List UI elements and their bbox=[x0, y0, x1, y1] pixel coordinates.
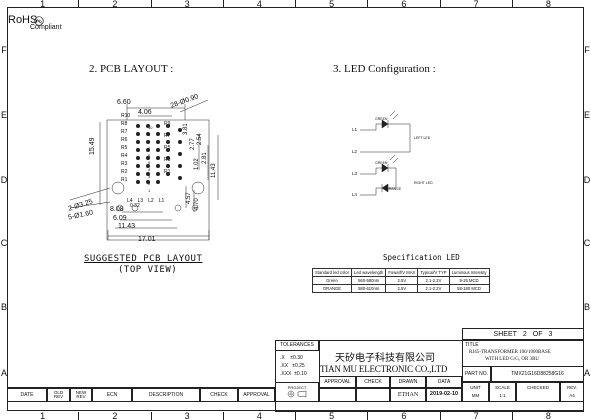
dim-2-54: 2.54 bbox=[197, 133, 203, 145]
dim-2-81: 2.81 bbox=[202, 152, 208, 164]
table-row: Green 560-580nm 2.5V 2.1-2.2V 9-25 MCD bbox=[312, 276, 490, 285]
dim-2-77: 2.77 bbox=[190, 138, 196, 150]
company-cell bbox=[319, 340, 462, 376]
pins-left: R10 R8 R7 R6 R5 R4 R3 R2 R1 bbox=[121, 113, 131, 183]
rev-approval-header: APPROVAL bbox=[238, 388, 275, 402]
led-pin-l1: L1 bbox=[352, 127, 358, 132]
dim-17-01: 17.01 bbox=[138, 236, 156, 243]
zone-row-e-right: E bbox=[583, 110, 590, 120]
part-no-label: PART NO. bbox=[462, 366, 491, 382]
tolerance-values: .X ±0.30 .XX ±0.25 .XXX ±0.10 bbox=[280, 355, 307, 377]
rev-date-header: DATE bbox=[7, 388, 47, 402]
zone-columns-top: 1 2 3 4 5 6 7 8 bbox=[7, 0, 584, 9]
led-pin-l3: L3 bbox=[352, 171, 358, 176]
dim-1-02: 1.02 bbox=[194, 158, 200, 170]
approval-header: APPROVAL bbox=[319, 376, 356, 388]
zone-row-a-right: A bbox=[583, 368, 590, 378]
dim-0-32: 0.32 bbox=[130, 203, 140, 209]
spec-title: Specification LED bbox=[383, 253, 460, 262]
pins-right: R9 R7 R5 R3 R1 bbox=[164, 121, 171, 175]
dim-3-81: 3.81 bbox=[183, 123, 189, 135]
zone-row-f-left: F bbox=[1, 45, 7, 55]
tolerances-header: TOLERANCES bbox=[275, 340, 319, 351]
rev-check-header: CHECK bbox=[200, 388, 238, 402]
zone-row-a-left: A bbox=[0, 368, 7, 378]
check-header: CHECK bbox=[356, 376, 390, 388]
title-cell bbox=[462, 340, 584, 366]
dim-6-60: 6.60 bbox=[117, 99, 131, 106]
sheet-indicator: SHEET 2 OF 3 bbox=[462, 328, 584, 340]
pins-bottom: L4 L3 L2 L1 bbox=[127, 198, 165, 204]
pcb-layout-title: 2. PCB LAYOUT : bbox=[89, 63, 174, 75]
projection-symbol-icon bbox=[287, 390, 307, 398]
rev-description-header: DESCRIPTION bbox=[132, 388, 200, 402]
zone-row-e-left: E bbox=[0, 110, 7, 120]
company-name-en: TIAN MU ELECTRONIC CO.,LTD bbox=[320, 364, 448, 374]
projection-cell: PROJECT bbox=[275, 382, 319, 402]
rev-old-header: OLD REV bbox=[47, 388, 70, 402]
title-line-1: RJ45-TRANSFORMER 100/1000BASE bbox=[469, 350, 551, 355]
dim-6-09: 6.09 bbox=[113, 215, 127, 222]
date-value: 2019-02-10 bbox=[426, 388, 462, 402]
led-config-title: 3. LED Configuration : bbox=[333, 63, 436, 75]
led-right-label: RIGHT LED bbox=[414, 181, 433, 185]
rohs-pb-icon: Pb bbox=[34, 13, 44, 31]
spec-header-row: Standard led color Led wavelength Fowarf… bbox=[312, 268, 490, 277]
zone-row-b-left: B bbox=[0, 302, 7, 312]
dim-8-08: 8.08 bbox=[110, 206, 124, 213]
led-pin-l2: L2 bbox=[352, 149, 358, 154]
data-header: DATA bbox=[426, 376, 462, 388]
part-no-value: TMX21G16D88258G16 bbox=[491, 366, 584, 382]
company-name-cn: 天矽电子科技有限公司 bbox=[335, 353, 435, 364]
check-value bbox=[356, 388, 390, 402]
checked-cell: CHECKED bbox=[516, 382, 560, 402]
pins-small: 10 9 8 7 6 5 4 3 2 1 bbox=[148, 125, 153, 193]
led-pin-l4: L4 bbox=[352, 192, 358, 197]
drawn-by-value: ETHAN bbox=[390, 388, 426, 402]
zone-row-d-right: D bbox=[583, 175, 591, 185]
led-green-left: GREEN bbox=[375, 117, 388, 121]
dim-4-06: 4.06 bbox=[138, 109, 152, 116]
dim-11-43: 11.43 bbox=[118, 223, 135, 230]
rev-cell: REV.A4 bbox=[560, 382, 584, 402]
pcb-caption-view: (TOP VIEW) bbox=[118, 265, 178, 275]
revision-divider bbox=[7, 387, 275, 388]
drawn-header: DRAWN bbox=[390, 376, 426, 388]
zone-row-f-right: F bbox=[584, 45, 590, 55]
drawing-frame bbox=[7, 7, 584, 411]
spec-table: Standard led color Led wavelength Fowarf… bbox=[312, 268, 490, 293]
pcb-layout-drawing bbox=[69, 99, 219, 241]
table-row: ORANGE 580-610nm 2.5V 2.1-2.2V 58-180 MC… bbox=[312, 284, 490, 293]
title-line-2: WITH LED G/G, OR 3RU bbox=[485, 357, 540, 362]
zone-row-c-left: C bbox=[0, 238, 8, 248]
dim-4-57: 4.57 bbox=[186, 192, 192, 204]
led-orange: ORANGE bbox=[386, 187, 402, 191]
approval-value bbox=[319, 388, 356, 402]
dim-15-49: 15.49 bbox=[89, 137, 96, 155]
dim-4-70: 4.70 bbox=[194, 198, 200, 210]
rohs-label: RoHS bbox=[8, 14, 38, 26]
title-label: TITLE bbox=[465, 342, 479, 348]
rev-new-header: NEW REV bbox=[70, 388, 92, 402]
led-green-right: GREEN bbox=[375, 161, 388, 165]
led-left-label: LEFT LED bbox=[414, 136, 431, 140]
zone-row-c-right: C bbox=[583, 238, 591, 248]
rev-ecn-header: ECN bbox=[92, 388, 132, 402]
zone-columns-bottom: 1 2 3 4 5 6 7 8 bbox=[7, 412, 584, 420]
pcb-caption: SUGGESTED PCB LAYOUT bbox=[84, 254, 203, 264]
dim-11-43-vertical: 11.43 bbox=[211, 163, 217, 178]
led-config-diagram bbox=[360, 110, 411, 196]
zone-row-d-left: D bbox=[0, 175, 8, 185]
rohs-compliant: Compliant bbox=[30, 24, 62, 31]
zone-row-b-right: B bbox=[583, 302, 590, 312]
